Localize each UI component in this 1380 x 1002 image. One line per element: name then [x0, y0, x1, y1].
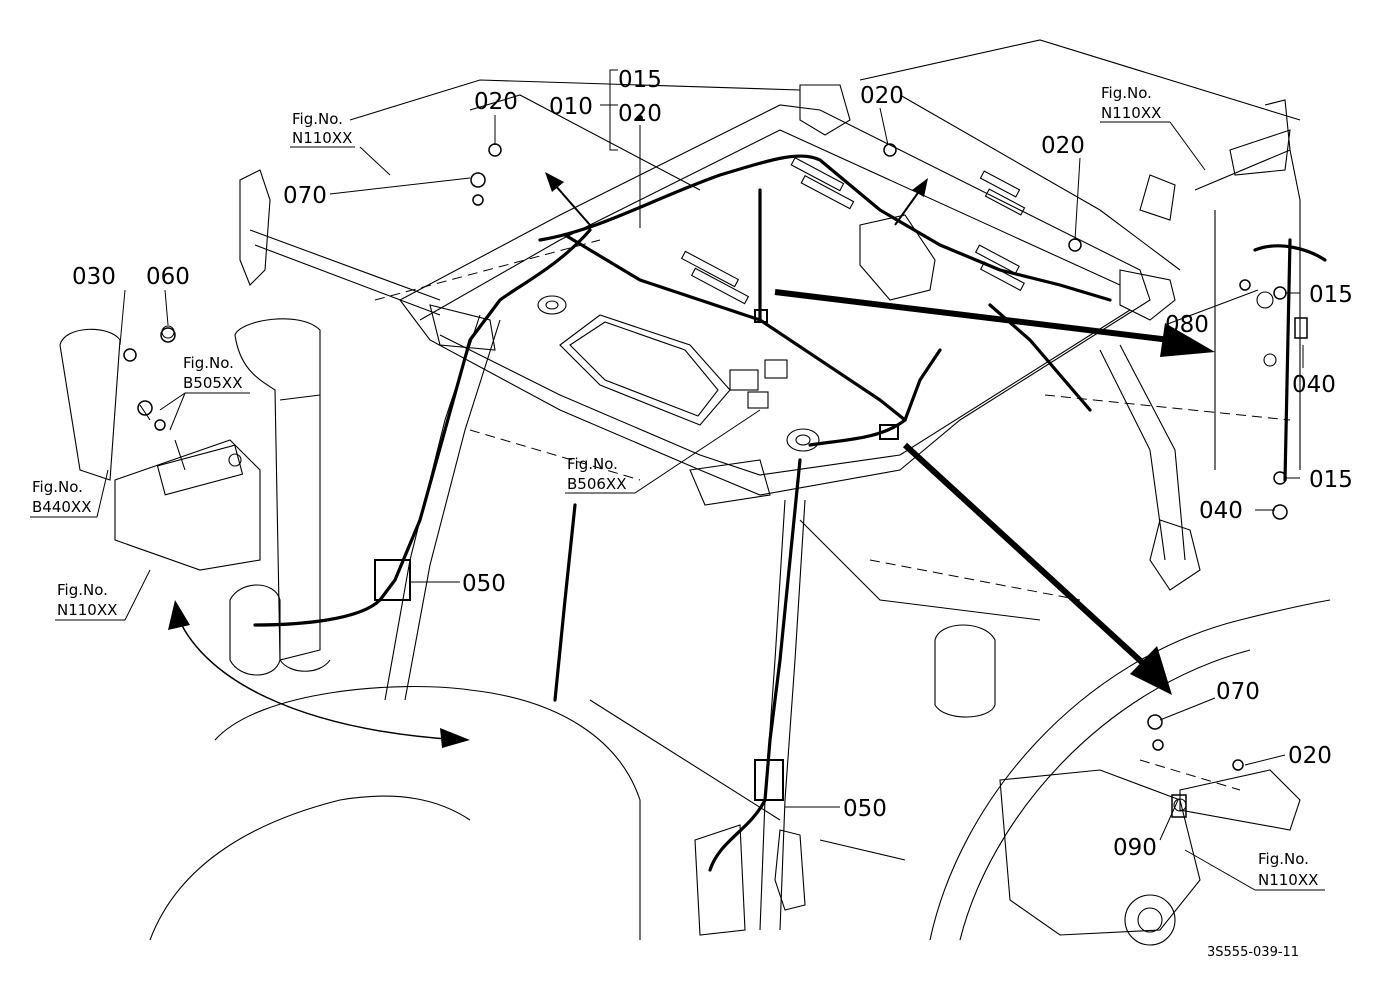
part-015-top: 015: [618, 67, 662, 93]
wiring-harness: [253, 154, 1327, 872]
drawing-code: 3S555-039-11: [1207, 945, 1299, 960]
part-010: 010: [549, 94, 593, 120]
part-040-right: 040: [1292, 372, 1336, 398]
fig-ref-b505-code: B505XX: [183, 374, 242, 392]
fig-ref-b506-label: Fig.No.: [567, 455, 618, 473]
part-020-top: 020: [618, 101, 662, 127]
part-030: 030: [72, 264, 116, 290]
fig-ref-b505-label: Fig.No.: [183, 354, 234, 372]
right-side-detail-parts: [1139, 99, 1301, 831]
exhaust-and-left-parts: [59, 318, 331, 676]
figure-references: Fig.No. N110XX Fig.No. N110XX Fig.No. B5…: [32, 84, 1318, 889]
fig-ref-mid-left-code: N110XX: [57, 601, 117, 619]
fig-ref-top-left-code: N110XX: [292, 129, 352, 147]
leader-lines: [30, 69, 1325, 891]
part-050-center: 050: [843, 796, 887, 822]
direction-arrows: [168, 172, 1215, 748]
part-090: 090: [1113, 835, 1157, 861]
part-040-lower: 040: [1199, 498, 1243, 524]
fig-ref-b440-code: B440XX: [32, 498, 91, 516]
fig-ref-b506-code: B506XX: [567, 475, 626, 493]
part-020-center: 020: [860, 83, 904, 109]
fig-ref-top-left-label: Fig.No.: [292, 110, 343, 128]
wiper-blades: [553, 303, 1092, 702]
fig-ref-mid-left-label: Fig.No.: [57, 581, 108, 599]
part-020-lower-right: 020: [1288, 743, 1332, 769]
fig-ref-b440-label: Fig.No.: [32, 478, 83, 496]
fig-ref-bottom-right-label: Fig.No.: [1258, 850, 1309, 868]
part-080: 080: [1165, 312, 1209, 338]
part-020-left: 020: [474, 89, 518, 115]
part-060: 060: [146, 264, 190, 290]
part-050-left: 050: [462, 571, 506, 597]
fig-ref-bottom-right-code: N110XX: [1258, 871, 1318, 889]
part-015-right-upper: 015: [1309, 282, 1353, 308]
part-015-right-lower: 015: [1309, 467, 1353, 493]
fig-ref-top-right-code: N110XX: [1101, 104, 1161, 122]
small-components: [123, 143, 1308, 818]
part-number-callouts: 010 015 020 020 070 020 020 030 060 015 …: [72, 67, 1353, 861]
part-020-right: 020: [1041, 133, 1085, 159]
part-070-right: 070: [1216, 679, 1260, 705]
part-070-left: 070: [283, 183, 327, 209]
fig-ref-top-right-label: Fig.No.: [1101, 84, 1152, 102]
